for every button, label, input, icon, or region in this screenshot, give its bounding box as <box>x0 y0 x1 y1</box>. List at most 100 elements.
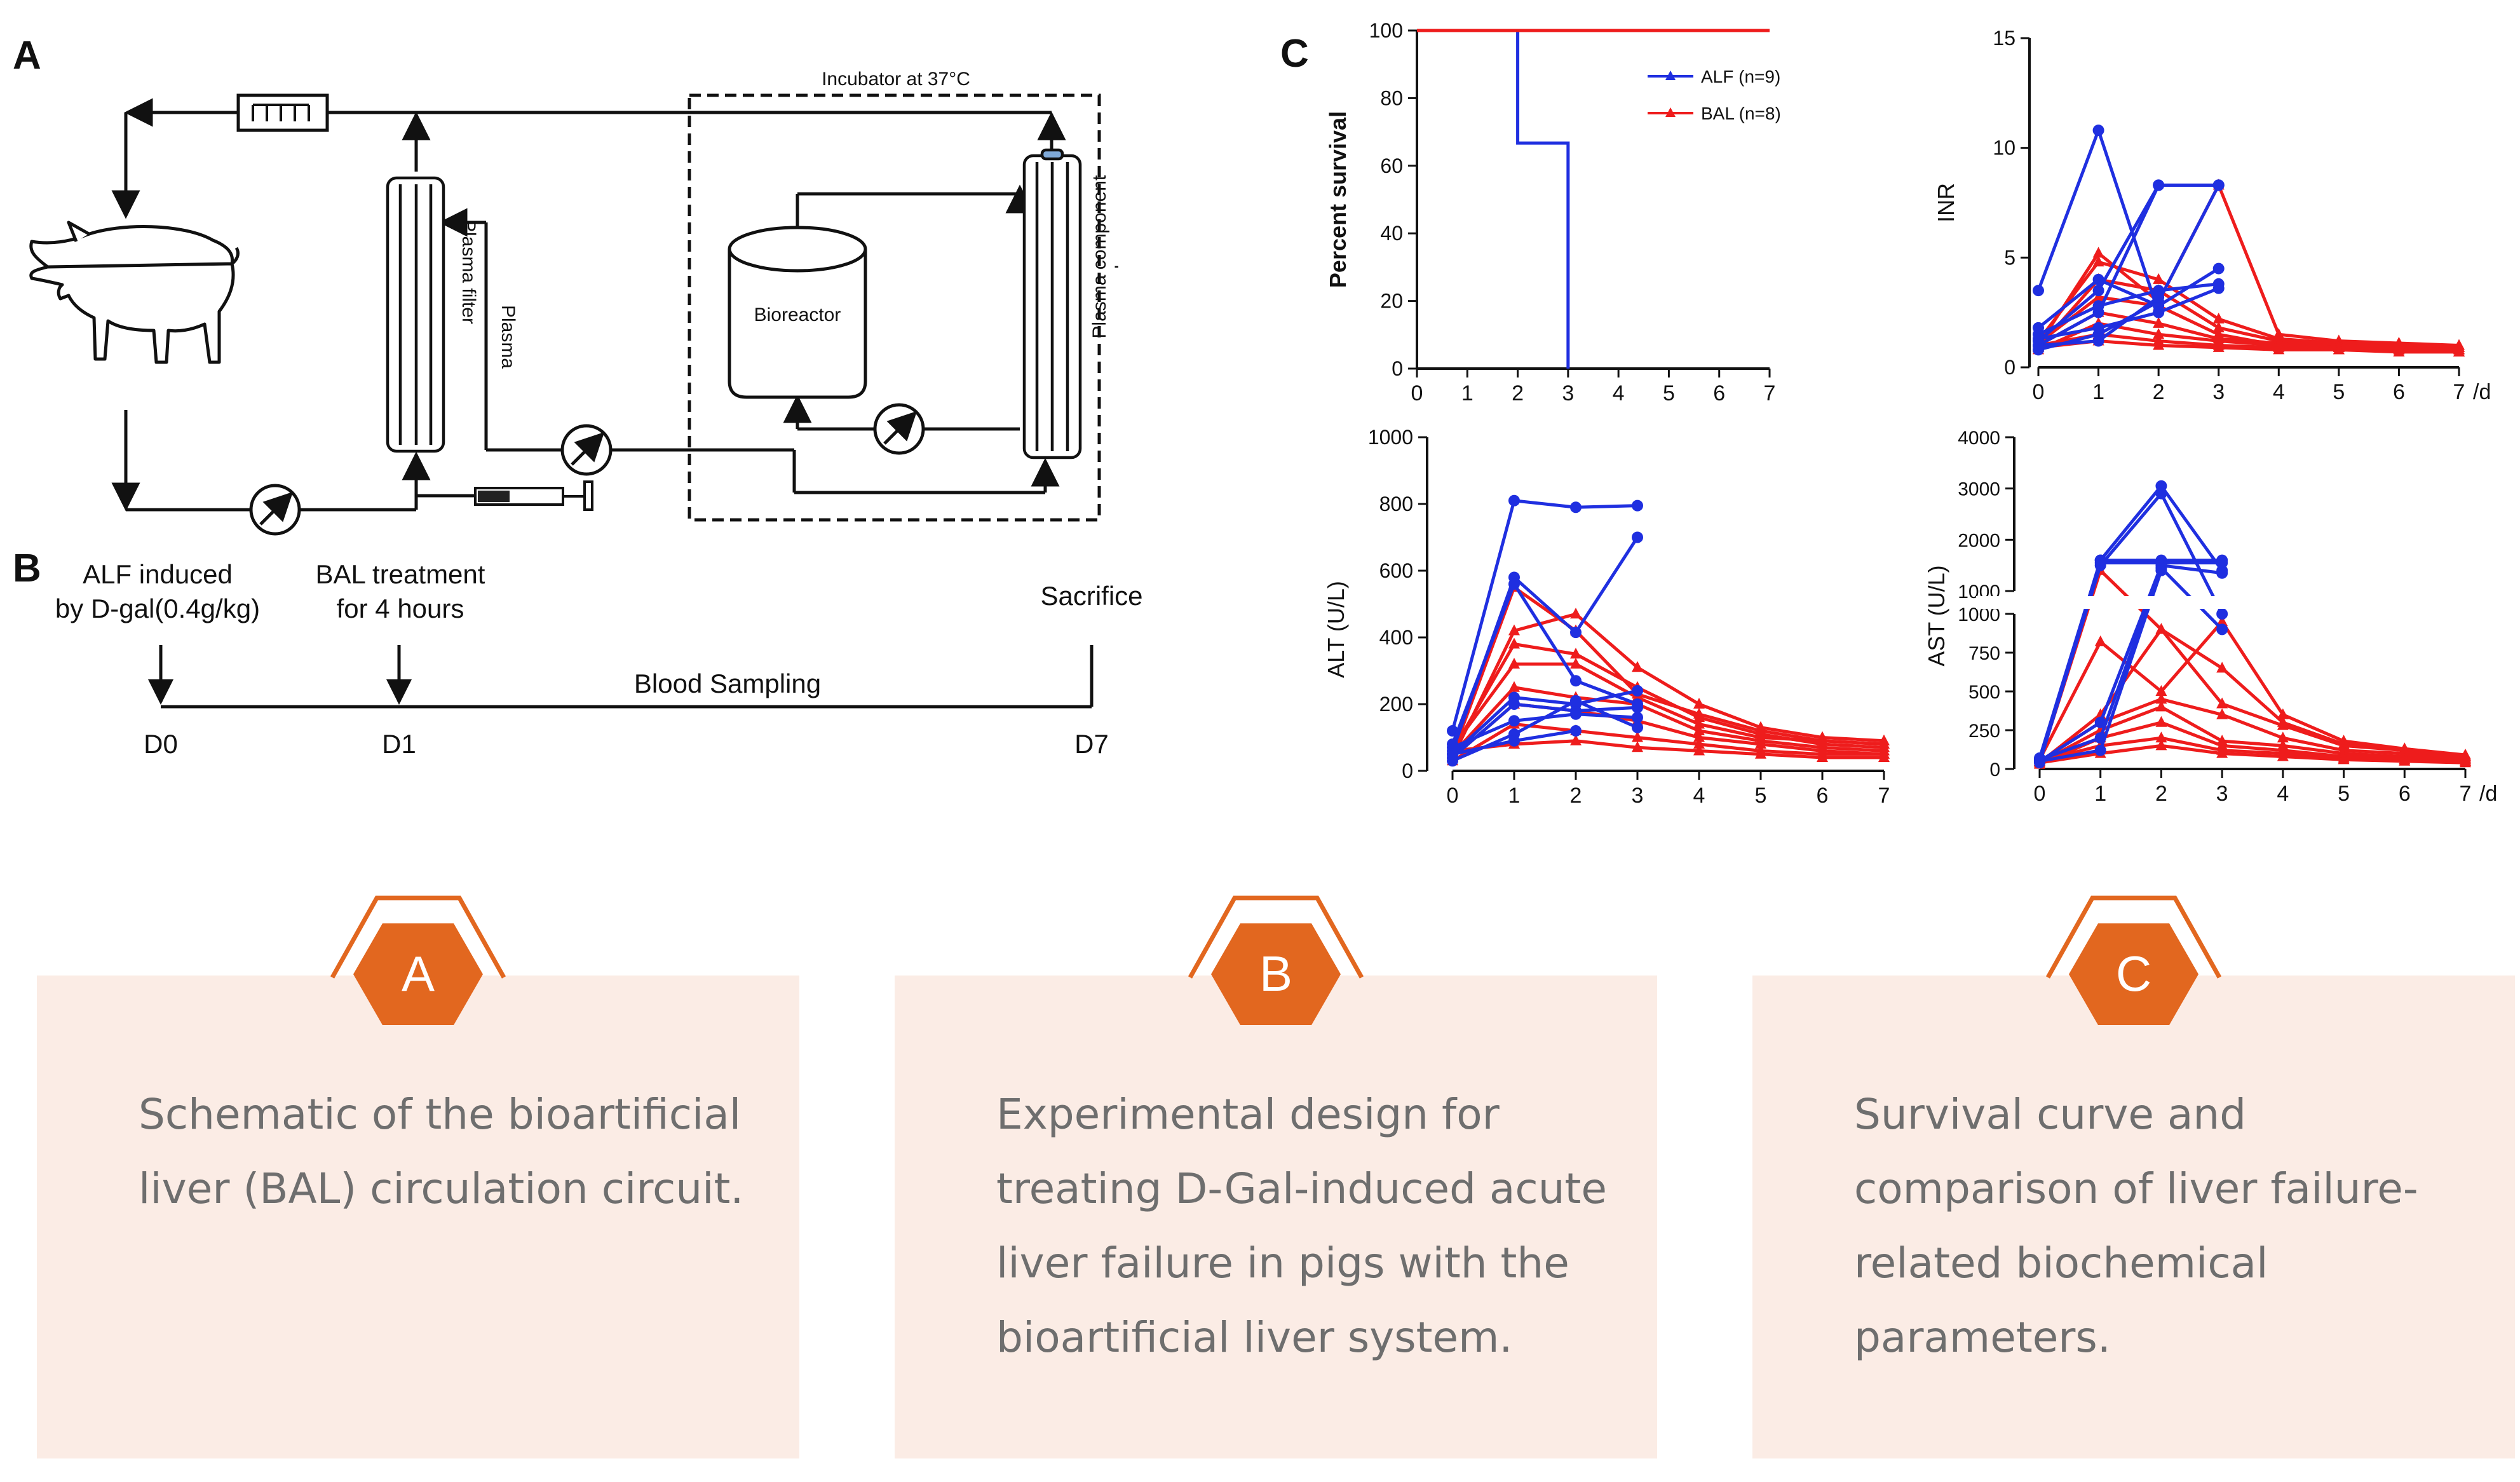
alt-data-point <box>1817 751 1828 762</box>
panel-a-letter: A <box>13 34 41 78</box>
inr-data-point <box>2453 345 2465 357</box>
survival-y-tick-label: 80 <box>1380 86 1403 109</box>
inr-data-point <box>2153 179 2165 191</box>
alt-series-line <box>1451 689 1638 756</box>
alt-data-point <box>1693 724 1705 735</box>
ast-data-point <box>2155 685 2167 696</box>
alt-data-point <box>1632 712 1643 723</box>
badge-a: A <box>330 895 506 1025</box>
survival-legend-marker <box>1665 107 1676 117</box>
inr-y-tick-label: 15 <box>1993 27 2015 50</box>
caption-card-b: Experimental design for treating D-Gal-i… <box>895 976 1657 1458</box>
inr-x-tick-label: 0 <box>2033 380 2045 404</box>
alt-data-point <box>1508 681 1520 692</box>
plasma-filter-label: Plasma filter <box>458 219 479 324</box>
alt-data-point <box>1570 648 1582 659</box>
ast-data-point <box>2155 693 2167 704</box>
ast-data-point <box>2277 731 2289 743</box>
ast-y-tick-label: 250 <box>1968 721 2000 742</box>
alt-series-line <box>1451 686 1885 756</box>
inr-series-line <box>2038 339 2459 354</box>
ast-data-point <box>2277 750 2289 761</box>
alt-data-point <box>1632 661 1643 672</box>
inr-data-point <box>2212 313 2225 324</box>
alt-series-line <box>1451 702 1638 759</box>
alt-data-point <box>1447 748 1458 760</box>
ast-y-label: AST (U/L) <box>1923 565 1949 666</box>
inr-series-line <box>2038 184 2220 351</box>
ast-y-tick-label: 4000 <box>1958 428 2000 449</box>
ast-data-point <box>2034 755 2045 767</box>
inr-x-tick-label: 4 <box>2273 380 2285 404</box>
inr-x-tick-label: 2 <box>2153 380 2165 404</box>
alt-series-line <box>1452 739 1884 759</box>
inr-data-point <box>2333 343 2345 355</box>
ast-data-point <box>2216 615 2228 627</box>
inr-data-point <box>2153 291 2165 303</box>
caption-card-a: Schematic of the bioartificial liver (BA… <box>37 976 799 1458</box>
alt-data-point <box>1693 698 1705 709</box>
ast-data-point <box>2216 557 2228 569</box>
alt-data-point <box>1755 738 1766 749</box>
alt-x-tick-label: 2 <box>1570 784 1582 808</box>
inr-data-point <box>2153 339 2165 350</box>
alt-y-tick-label: 400 <box>1379 626 1413 649</box>
inr-data-point <box>2273 343 2285 355</box>
bioreactor-vessel <box>728 226 867 399</box>
ast-x-tick-label: 1 <box>2094 782 2106 806</box>
alt-y-label: ALT (U/L) <box>1323 581 1349 678</box>
alt-x-tick-label: 1 <box>1508 784 1521 808</box>
ast-y-tick-label: 750 <box>1968 643 2000 664</box>
inr-series-line <box>2037 282 2219 336</box>
alt-data-point <box>1632 702 1643 714</box>
alt-y-tick-label: 800 <box>1379 493 1413 515</box>
ast-y-tick-label: 2000 <box>1958 530 2000 551</box>
survival-x-tick-label: 3 <box>1562 381 1574 405</box>
alt-series-line <box>1451 499 1638 731</box>
ast-series-line <box>2038 620 2466 761</box>
alt-data-point <box>1570 675 1582 687</box>
alt-data-point <box>1508 578 1520 590</box>
caption-text-c: Survival curve and comparison of liver f… <box>1854 1090 2418 1362</box>
alt-data-point <box>1693 731 1705 742</box>
inr-data-point <box>2092 285 2104 297</box>
caption-text-a: Schematic of the bioartificial liver (BA… <box>139 1090 744 1213</box>
alt-x-tick-label: 6 <box>1817 784 1829 808</box>
ast-data-point <box>2277 708 2289 719</box>
ast-data-point <box>2155 731 2167 743</box>
alt-x-tick-label: 0 <box>1447 784 1459 808</box>
survival-x-tick-label: 4 <box>1613 381 1625 405</box>
alt-data-point <box>1632 500 1643 512</box>
ast-x-tick-label: 4 <box>2277 782 2289 806</box>
survival-y-tick-label: 20 <box>1380 290 1403 313</box>
alt-data-point <box>1632 531 1643 543</box>
ast-data-point <box>2155 716 2167 727</box>
inr-data-point <box>2092 255 2104 267</box>
plasma-filter-column <box>386 176 445 453</box>
alt-data-point <box>1878 751 1890 762</box>
inr-data-point <box>2212 262 2225 275</box>
ast-data-point <box>2338 753 2350 765</box>
day-d7: D7 <box>1074 729 1109 759</box>
survival-x-tick-label: 7 <box>1764 381 1776 405</box>
alt-data-point <box>1508 658 1520 669</box>
alt-data-point <box>1570 501 1582 513</box>
badge-b: B <box>1188 895 1364 1025</box>
inr-y-label: INR <box>1933 183 1959 222</box>
ast-axis-break-gap <box>1976 596 2459 609</box>
ast-series-line <box>2038 705 2466 765</box>
day-d0: D0 <box>144 729 178 759</box>
ast-data-point <box>2094 557 2106 569</box>
badge-c-letter: C <box>2116 946 2151 1002</box>
alt-data-point <box>1693 738 1705 749</box>
survival-x-tick-label: 2 <box>1512 381 1524 405</box>
alt-data-point <box>1508 637 1520 649</box>
pump-gauge-icon <box>873 403 925 455</box>
alt-data-point <box>1878 738 1890 749</box>
ast-data-point <box>2216 608 2228 620</box>
alt-data-point <box>1817 734 1828 745</box>
inr-data-point <box>2212 341 2225 352</box>
ast-x-tick-label: 3 <box>2216 782 2228 806</box>
syringe-icon <box>416 480 593 511</box>
